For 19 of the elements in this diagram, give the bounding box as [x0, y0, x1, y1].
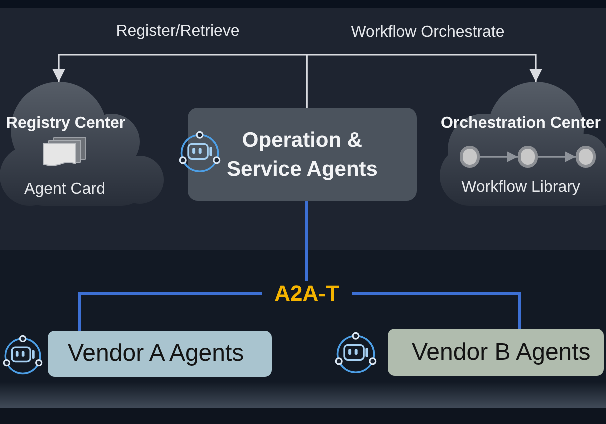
edge-label: Workflow Orchestrate [351, 24, 505, 42]
arrow [538, 152, 576, 162]
protocol-label: A2A-T [262, 281, 352, 307]
arrow [306, 54, 542, 108]
box-title: Operation & Service Agents [226, 128, 379, 182]
cloud-title: Orchestration Center [440, 115, 602, 133]
connector-line [352, 292, 522, 329]
agent-group-label: Vendor B Agents [412, 338, 591, 366]
agent-group-label: Vendor A Agents [68, 340, 244, 368]
connector-line [78, 292, 262, 331]
agent-group-box [388, 329, 604, 376]
process-box [188, 108, 417, 201]
arrow [480, 152, 518, 162]
edge-label: Register/Retrieve [116, 23, 240, 41]
cloud-caption: Workflow Library [462, 179, 580, 197]
connector-line [306, 201, 308, 281]
cloud-caption: Agent Card [24, 181, 106, 199]
cloud-title: Registry Center [6, 115, 126, 133]
agent-group-box [48, 331, 272, 377]
